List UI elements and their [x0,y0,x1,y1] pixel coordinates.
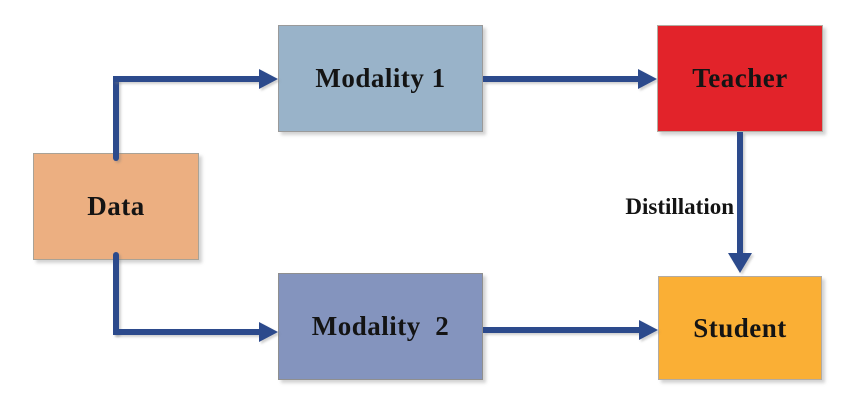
arrowhead-right-icon [638,69,657,89]
node-modality-2-label: Modality 2 [311,311,450,341]
edge-teacher-student-segment [737,132,743,254]
edge-data-modality1-vertical-segment [113,78,119,161]
node-data: Data [33,153,199,260]
node-modality-1: Modality 1 [278,25,483,132]
arrowhead-right-icon [639,320,658,340]
edge-modality2-student-segment [483,327,640,333]
arrowhead-right-icon [259,69,278,89]
edge-data-modality1-horizontal-segment [113,76,259,82]
node-data-label: Data [87,191,145,221]
edge-data-modality2-horizontal-segment [113,329,259,335]
node-teacher-label: Teacher [692,63,788,93]
node-student: Student [658,276,822,380]
edge-data-modality2-vertical-segment [113,252,119,335]
arrowhead-down-icon [728,253,752,273]
arrowhead-right-icon [259,322,278,342]
distillation-edge-label: Distillation [625,194,734,219]
node-student-label: Student [693,312,787,343]
node-modality-1-label: Modality 1 [315,63,446,93]
node-teacher: Teacher [657,25,823,132]
edge-modality1-teacher-segment [483,76,639,82]
node-modality-2: Modality 2 [278,273,483,380]
